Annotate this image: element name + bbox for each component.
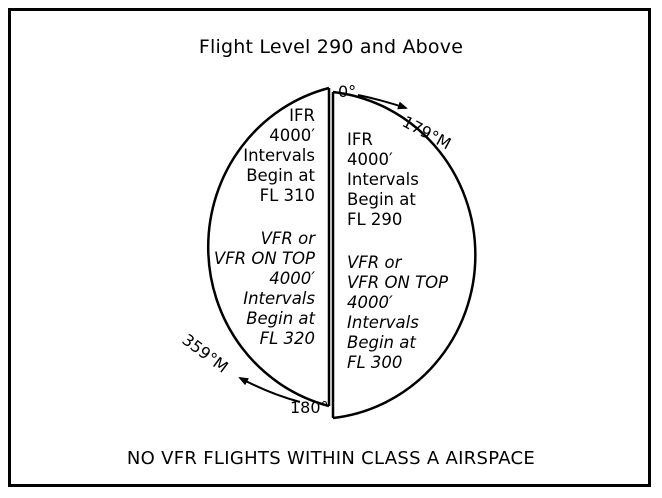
eastbound-arrow xyxy=(357,94,408,110)
right-hemisphere xyxy=(332,90,477,420)
right-vfr-block: VFR or VFR ON TOP 4000′ Intervals Begin … xyxy=(347,253,449,372)
course-label-180: 180° xyxy=(290,398,329,417)
course-label-0: 0° xyxy=(338,82,357,101)
diagram-title: Flight Level 290 and Above xyxy=(198,36,464,58)
left-vfr-block: VFR or VFR ON TOP 4000′ Intervals Begin … xyxy=(213,229,315,348)
left-ifr-block: IFR 4000′ Intervals Begin at FL 310 xyxy=(243,106,315,205)
diagram-footer: NO VFR FLIGHTS WITHIN CLASS A AIRSPACE xyxy=(126,448,536,469)
left-hemisphere xyxy=(207,86,330,408)
westbound-arrow xyxy=(238,377,301,403)
right-ifr-block: IFR 4000′ Intervals Begin at FL 290 xyxy=(347,130,419,229)
diagram-frame xyxy=(8,8,651,487)
